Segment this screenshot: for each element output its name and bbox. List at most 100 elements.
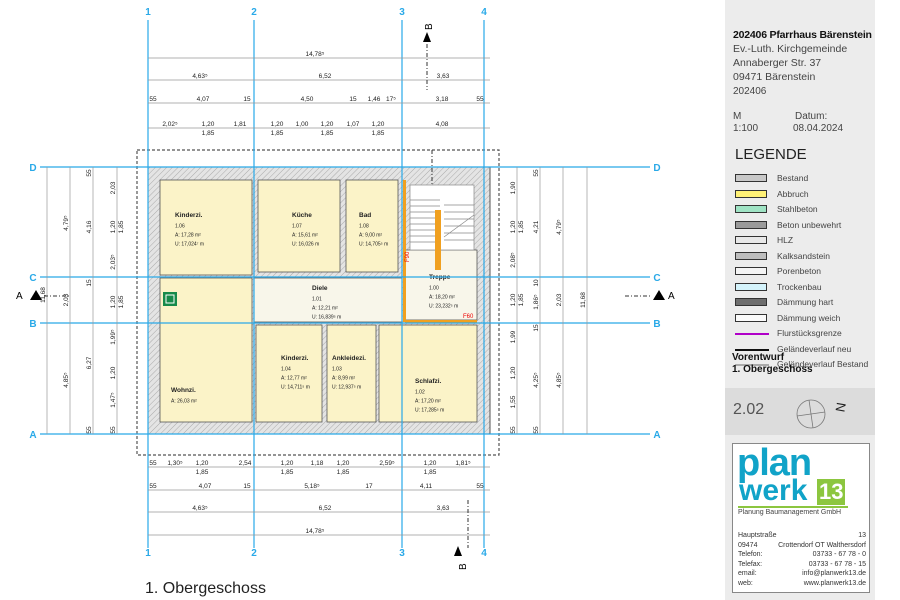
dimension-label: 6,52 [319, 505, 332, 512]
room-number: 1.01 [312, 297, 322, 303]
contact-label: Hauptstraße [738, 532, 777, 539]
legend-label: Flurstücksgrenze [777, 328, 842, 338]
legend-label: Porenbeton [777, 266, 821, 276]
dimension-label: 1,20 [321, 121, 334, 128]
legend-item: Flurstücksgrenze [735, 327, 875, 340]
grid-label: D [653, 163, 660, 174]
planning-stage: Vorentwurf 1. Obergeschoss [732, 352, 813, 376]
dimension-label: 55 [510, 426, 517, 434]
dimension-label: 14,78⁵ [306, 528, 325, 535]
dimension-label: 1,20 [372, 121, 385, 128]
legend-line-swatch [735, 364, 769, 366]
dimension-label: 1,86⁵ [533, 294, 540, 310]
scale-label: M [733, 111, 742, 122]
company-block: plan werk 13 Planung Baumanagement GmbH … [732, 443, 870, 593]
room-name: Kinderzi. [281, 355, 309, 362]
contact-label: web: [738, 579, 753, 587]
dimension-label: 4,85⁵ [556, 372, 563, 388]
stage-floor: 1. Obergeschoss [732, 364, 813, 375]
room-name: Schlafzi. [415, 378, 442, 385]
dimension-label: 1,20 [110, 220, 117, 233]
room-perimeter: U: 12,937⁵ m [332, 385, 361, 391]
dimension-label: 55 [86, 426, 93, 434]
dimension-label: 1,30⁵ [167, 460, 183, 467]
grid-label: C [29, 273, 36, 284]
dimension-label: 1,20 [202, 121, 215, 128]
date-block: Datum: 08.04.2024 [793, 111, 843, 135]
dimension-label: 1,20 [510, 220, 517, 233]
room-perimeter: U: 14,705⁵ m [359, 242, 388, 248]
room-perimeter: U: 16,839⁵ m [312, 315, 341, 321]
room-area [257, 179, 341, 273]
room-perimeter: U: 17,285⁵ m [415, 408, 444, 414]
dimension-label: 3,18 [436, 96, 449, 103]
dimension-label: 55 [149, 96, 157, 103]
dimension-label: 4,07 [197, 96, 210, 103]
logo-text: werk [739, 474, 808, 507]
room-name: Kinderzi. [175, 212, 203, 219]
stage-name: Vorentwurf [732, 352, 785, 363]
legend-label: Abbruch [777, 188, 809, 199]
contact-label: email: [738, 570, 757, 577]
legend-label: Dämmung hart [777, 297, 834, 307]
grid-label: 4 [481, 7, 487, 18]
legend-item: Geländeverlauf neu [735, 343, 875, 356]
dimension-label: 4,11 [420, 483, 433, 490]
dimension-label: 1,85 [321, 130, 334, 137]
legend-swatch [735, 298, 767, 306]
dimension-label: 11,68 [40, 287, 47, 303]
contact-row: Telefon:03733 - 67 78 - 0 [738, 551, 866, 560]
legend-label: Stahlbeton [777, 204, 818, 214]
fire-wall [403, 180, 406, 322]
dimension-label: 4,21 [533, 220, 540, 233]
dimension-label: 1,85 [337, 469, 350, 476]
dimension-label: 55 [533, 169, 540, 177]
legend-item: Trockenbau [735, 281, 875, 294]
room-area [255, 324, 323, 423]
dimension-label: 55 [533, 426, 540, 434]
grid-label: C [653, 273, 660, 284]
contact-value[interactable]: www.planwerk13.de [803, 579, 866, 587]
date-label: Datum: [795, 111, 828, 122]
logo-number: 13 [817, 479, 846, 505]
dimension-label: 1,20 [337, 460, 350, 467]
legend-swatch [735, 236, 767, 244]
legend-label: Beton unbewehrt [777, 219, 842, 230]
contact-label: Telefon: [738, 551, 763, 558]
room-number: 1.04 [281, 367, 291, 373]
room-number: 1.02 [415, 390, 425, 396]
fire-wall [405, 320, 477, 323]
dimension-label: 4,08 [436, 121, 449, 128]
dimension-label: 4,25⁵ [533, 372, 540, 388]
legend-swatch [735, 251, 767, 260]
city: 09471 Bärenstein [733, 71, 816, 83]
client: Ev.-Luth. Kirchgemeinde [733, 43, 848, 55]
legend-swatch [735, 267, 767, 275]
dimension-label: 1,20 [196, 460, 209, 467]
legend-swatch [735, 205, 767, 213]
room-name: Ankleidezi. [332, 355, 366, 362]
section-label: A [668, 291, 675, 302]
room-number: 1.06 [175, 224, 185, 230]
room-area [378, 324, 478, 423]
dimension-label: 4,79⁵ [556, 219, 563, 235]
dimension-label: 2,03 [63, 293, 70, 306]
room-number: 1.08 [359, 224, 369, 230]
dimension-label: 55 [476, 483, 484, 490]
floor-plan: Kinderzi.1.06A: 17,28 m²U: 17,024⁷ mKüch… [16, 7, 675, 570]
dimension-label: 1,55 [510, 395, 517, 408]
dimension-label: 1,85 [518, 220, 525, 233]
contact-value[interactable]: info@planwerk13.de [802, 570, 866, 577]
dimension-label: 4,07 [199, 483, 212, 490]
grid-label: A [29, 430, 36, 441]
dimension-label: 1,20 [281, 460, 294, 467]
room-area [159, 179, 253, 276]
sheet-number: 2.02 [733, 401, 765, 418]
drawing-title: 1. Obergeschoss [145, 580, 266, 597]
north-label: N [832, 401, 848, 413]
emergency-exit-icon [163, 292, 177, 306]
room-area-value: A: 18,20 m² [429, 295, 455, 301]
dimension-label: 1,20 [510, 366, 517, 379]
